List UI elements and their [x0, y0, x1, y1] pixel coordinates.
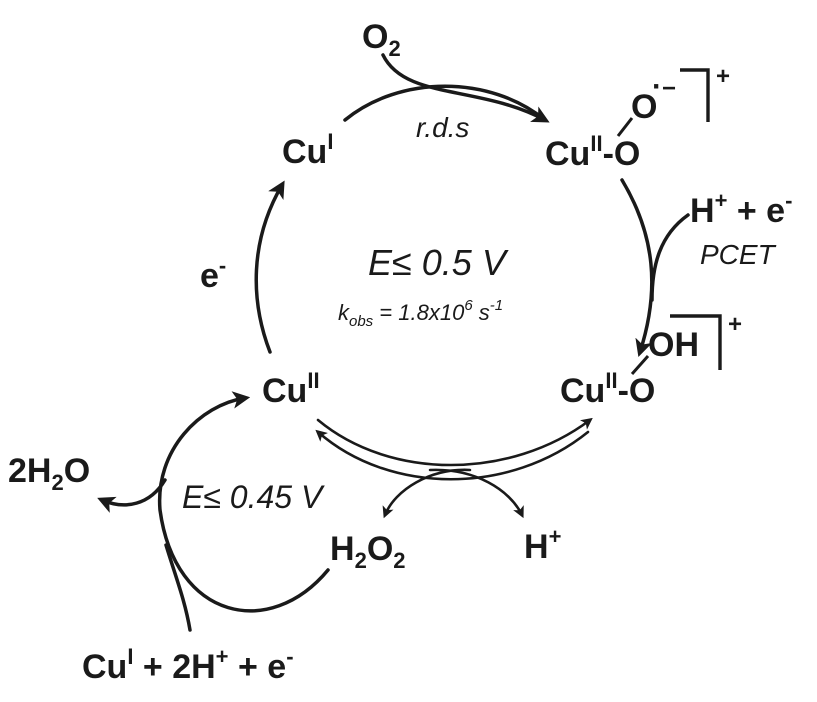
cu2-label: CuII — [262, 368, 320, 410]
kobs-label: kobs = 1.8x106 s-1 — [338, 297, 503, 330]
water-release-arrow — [97, 478, 167, 513]
hydroperoxo-oh: OH — [648, 326, 699, 364]
hydroperoxo-charge: + — [728, 311, 742, 338]
reductant-label: CuI + 2H+ + e- — [82, 644, 294, 686]
superoxo-complex-label: CuII-O — [545, 131, 640, 173]
superoxo-charge: + — [716, 63, 730, 90]
equilibrium-inner-arc — [315, 429, 590, 481]
superoxo-minus: − — [662, 75, 676, 102]
cu2-to-cu1-arc — [254, 180, 285, 354]
rds-label: r.d.s — [416, 112, 469, 143]
superoxo-bracket — [680, 68, 710, 122]
pcet-reagent-label: H+ + e- — [690, 188, 792, 230]
h2o2-label: H2O2 — [330, 530, 406, 573]
pcet-arrow — [620, 178, 654, 357]
cu1-to-superoxo-arc — [343, 84, 547, 122]
main-potential-label: E≤ 0.5 V — [368, 242, 509, 283]
pcet-label: PCET — [700, 239, 777, 270]
reductant-input-arrow — [164, 543, 192, 632]
o2-label: O2 — [362, 18, 401, 61]
pcet-reagent-arrow — [650, 213, 690, 302]
proton-uptake-arrow — [428, 468, 524, 519]
superoxo-radical-dot: · — [652, 70, 662, 103]
superoxo-terminal-o: O — [631, 88, 657, 126]
o-oh-bond — [630, 355, 650, 375]
water-label: 2H2O — [8, 452, 90, 495]
proton-label: H+ — [524, 524, 561, 566]
o2-binding-arrow — [381, 53, 550, 123]
electron-label: e- — [200, 253, 226, 295]
side-potential-label: E≤ 0.45 V — [182, 479, 325, 515]
h2o2-reduction-arc — [157, 391, 330, 613]
cu1-label: CuI — [282, 129, 333, 171]
h2o2-release-arrow — [382, 468, 472, 519]
oo-bond — [616, 117, 634, 137]
equilibrium-outer-arc — [316, 417, 593, 467]
hydroperoxo-bracket — [670, 314, 722, 370]
hydroperoxo-complex-label: CuII-O — [560, 368, 655, 410]
